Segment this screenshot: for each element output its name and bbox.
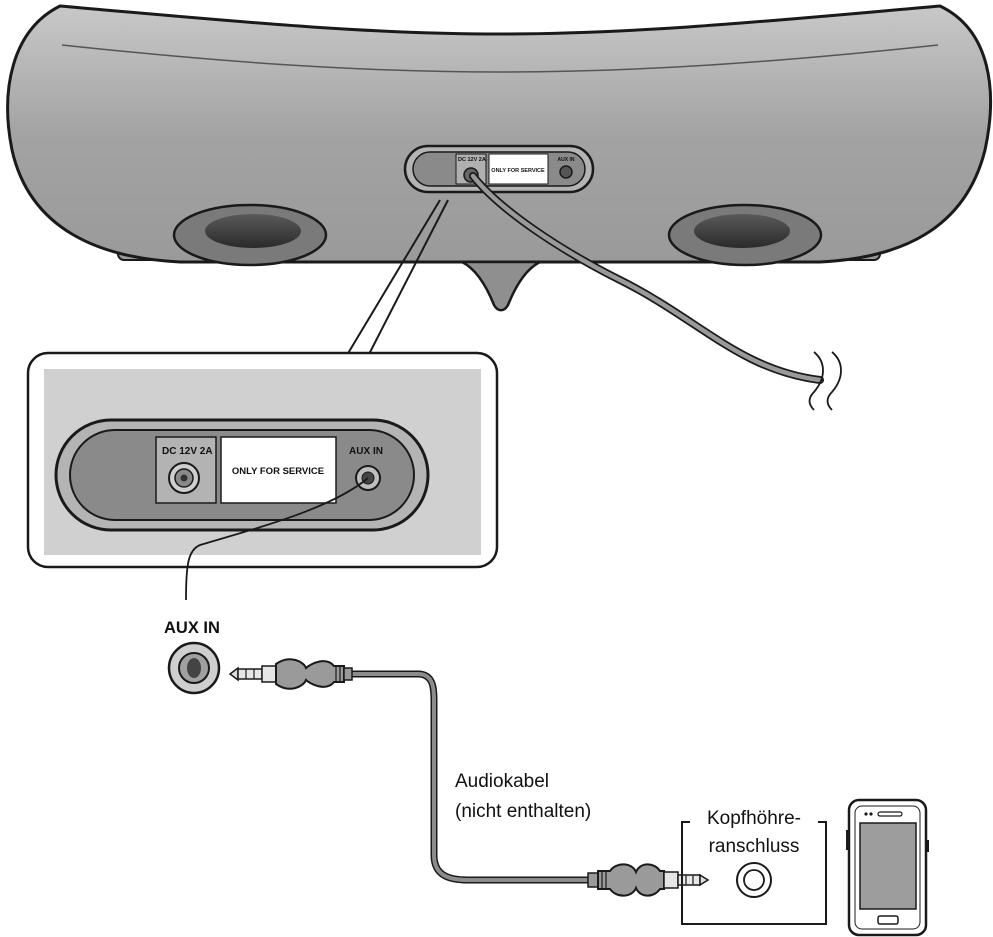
zoom-pointer-line: [343, 199, 441, 361]
headphone-label-line2: ranschluss: [709, 836, 800, 857]
service-label: ONLY FOR SERVICE: [232, 466, 324, 477]
speaker-service-label: ONLY FOR SERVICE: [491, 168, 545, 174]
aux-leader-line: [185, 477, 369, 601]
left-plug: [228, 658, 353, 690]
service-label-box: [220, 436, 337, 504]
audio-cable: [350, 672, 588, 882]
zoom-pointer-line: [365, 199, 449, 361]
right-bass-port: [667, 203, 823, 267]
cable-label-line2: (nicht enthalten): [455, 801, 591, 822]
aux-in-callout-label: AUX IN: [164, 619, 220, 637]
speaker-connector-panel: DC 12V 2A ONLY FOR SERVICE AUX IN: [403, 144, 595, 194]
speaker-body: [6, 4, 993, 312]
left-bass-port: [172, 203, 328, 267]
smartphone-icon: [846, 798, 929, 937]
cable-label-line1: Audiokabel: [455, 771, 549, 792]
right-plug: [587, 863, 710, 897]
speaker-aux-label: AUX IN: [558, 157, 575, 163]
headphone-jack-box: [681, 821, 827, 925]
aux-in-jack: [167, 641, 221, 695]
aux-panel-label: AUX IN: [349, 446, 383, 457]
speaker-dc-label: DC 12V 2A: [458, 157, 486, 163]
headphone-label-line1: Kopfhöhre-: [707, 808, 801, 829]
dc-label: DC 12V 2A: [162, 446, 213, 457]
zoom-callout: DC 12V 2A ONLY FOR SERVICE AUX IN: [26, 351, 499, 569]
power-cable: [469, 172, 842, 411]
